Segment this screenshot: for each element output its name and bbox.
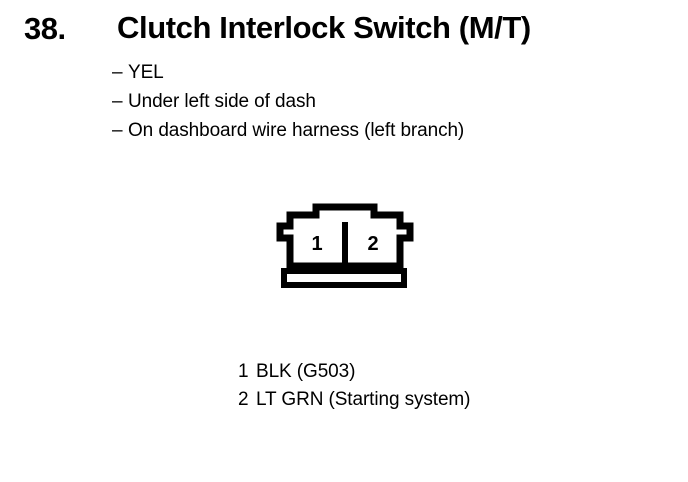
dash-bullet-icon: – (112, 62, 123, 83)
item-number: 38. (24, 11, 66, 46)
legend-pin-number: 1 (238, 361, 249, 382)
connector-illustration-icon: 1 2 (276, 203, 414, 288)
detail-text: YEL (128, 62, 164, 83)
detail-text: On dashboard wire harness (left branch) (128, 120, 465, 141)
detail-line: – YEL (112, 58, 632, 87)
detail-line: – On dashboard wire harness (left branch… (112, 116, 632, 145)
header: 38. Clutch Interlock Switch (M/T) (0, 6, 688, 52)
detail-list: – YEL – Under left side of dash – On das… (112, 58, 632, 145)
legend-pin-description: LT GRN (Starting system) (256, 389, 471, 410)
detail-line: – Under left side of dash (112, 87, 632, 116)
connector-figure: 1 2 (268, 198, 464, 298)
legend-pin-description: BLK (G503) (256, 361, 356, 382)
cavity-number-2: 2 (367, 233, 378, 255)
detail-text: Under left side of dash (128, 91, 316, 112)
legend-row: 2 LT GRN (Starting system) (238, 386, 568, 414)
dash-bullet-icon: – (112, 91, 123, 112)
legend-row: 1 BLK (G503) (238, 358, 568, 386)
pin-legend: 1 BLK (G503) 2 LT GRN (Starting system) (238, 358, 568, 414)
legend-pin-number: 2 (238, 389, 249, 410)
page-title: Clutch Interlock Switch (M/T) (117, 10, 531, 45)
connector-outline-path (276, 203, 414, 270)
cavity-number-1: 1 (311, 233, 322, 255)
dash-bullet-icon: – (112, 120, 123, 141)
connector-bottom-bar (281, 268, 407, 288)
